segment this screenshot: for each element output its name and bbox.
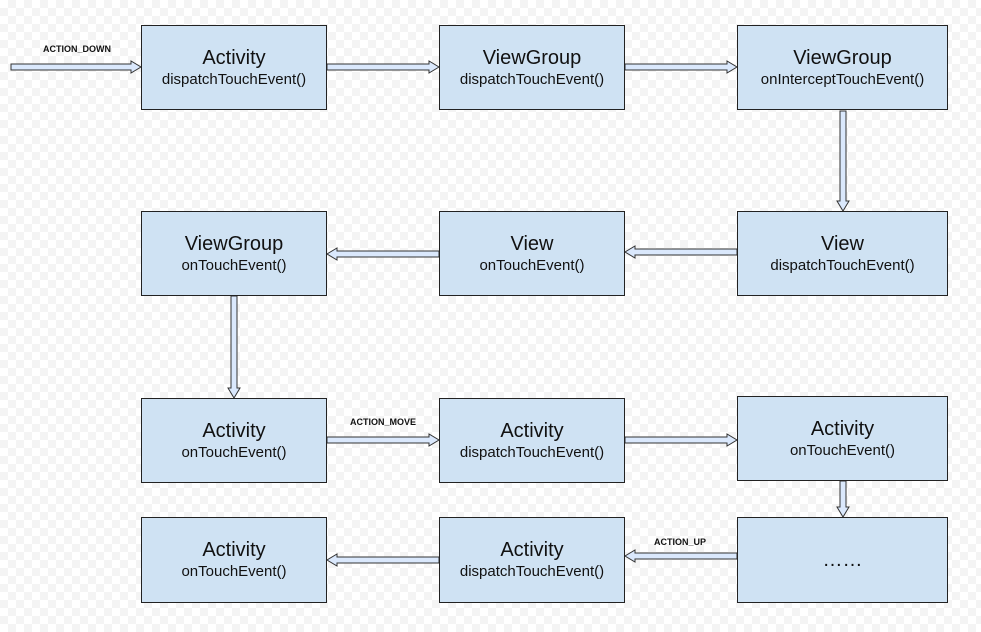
- arrow-ontouch-to-ellipsis: [836, 480, 850, 518]
- arrow-viewgroup-to-intercept: [624, 60, 738, 74]
- arrow-intercept-to-view: [836, 110, 850, 212]
- node-title: Activity: [500, 419, 564, 442]
- node-title: ViewGroup: [482, 46, 582, 69]
- node-title: Activity: [202, 539, 266, 561]
- arrow-dispatch-to-activity-ontouch: [326, 553, 440, 567]
- node-title: Activity: [202, 46, 266, 69]
- arrow-action-down: [10, 60, 142, 74]
- node-ellipsis: ……: [737, 517, 948, 603]
- node-title: ViewGroup: [184, 232, 284, 255]
- action-move-label: ACTION_MOVE: [350, 417, 417, 427]
- node-method: onTouchEvent(): [181, 256, 287, 274]
- node-title: View: [510, 232, 554, 255]
- node-view-dispatch: View dispatchTouchEvent(): [737, 211, 948, 296]
- node-method: onTouchEvent(): [181, 563, 287, 580]
- node-activity-dispatch-1: Activity dispatchTouchEvent(): [141, 25, 327, 110]
- node-method: dispatchTouchEvent(): [459, 70, 605, 88]
- node-title: Activity: [810, 417, 875, 440]
- arrow-view-dispatch-to-ontouch: [624, 245, 738, 259]
- node-method: onInterceptTouchEvent(): [760, 70, 925, 88]
- node-title: View: [821, 232, 864, 255]
- node-title: ViewGroup: [793, 46, 892, 69]
- node-method: dispatchTouchEvent(): [459, 443, 605, 461]
- node-method: onTouchEvent(): [181, 443, 287, 461]
- node-activity-dispatch-3: Activity dispatchTouchEvent(): [439, 517, 625, 603]
- node-method: onTouchEvent(): [479, 256, 585, 274]
- node-activity-dispatch-2: Activity dispatchTouchEvent(): [439, 398, 625, 483]
- node-method: dispatchTouchEvent(): [459, 563, 605, 580]
- node-title: ……: [822, 548, 863, 571]
- node-view-ontouch: View onTouchEvent(): [439, 211, 625, 296]
- arrow-activity-to-viewgroup: [326, 60, 440, 74]
- node-viewgroup-dispatch: ViewGroup dispatchTouchEvent(): [439, 25, 625, 110]
- node-activity-ontouch-3: Activity onTouchEvent(): [141, 517, 327, 603]
- arrow-activity-dispatch-to-ontouch: [624, 433, 738, 447]
- arrow-action-up: [624, 549, 738, 563]
- node-viewgroup-ontouch: ViewGroup onTouchEvent(): [141, 211, 327, 296]
- node-method: dispatchTouchEvent(): [161, 70, 307, 88]
- node-activity-ontouch-1: Activity onTouchEvent(): [141, 398, 327, 483]
- arrow-view-to-viewgroup-ontouch: [326, 247, 440, 261]
- arrow-action-move: [326, 433, 440, 447]
- action-up-label: ACTION_UP: [654, 537, 707, 547]
- node-title: Activity: [202, 419, 266, 442]
- node-title: Activity: [500, 539, 564, 561]
- node-method: onTouchEvent(): [789, 441, 896, 459]
- node-viewgroup-intercept: ViewGroup onInterceptTouchEvent(): [737, 25, 948, 110]
- node-activity-ontouch-2: Activity onTouchEvent(): [737, 396, 948, 481]
- node-method: dispatchTouchEvent(): [770, 256, 915, 274]
- arrow-viewgroup-to-activity-ontouch: [227, 295, 241, 399]
- action-down-label: ACTION_DOWN: [43, 44, 111, 54]
